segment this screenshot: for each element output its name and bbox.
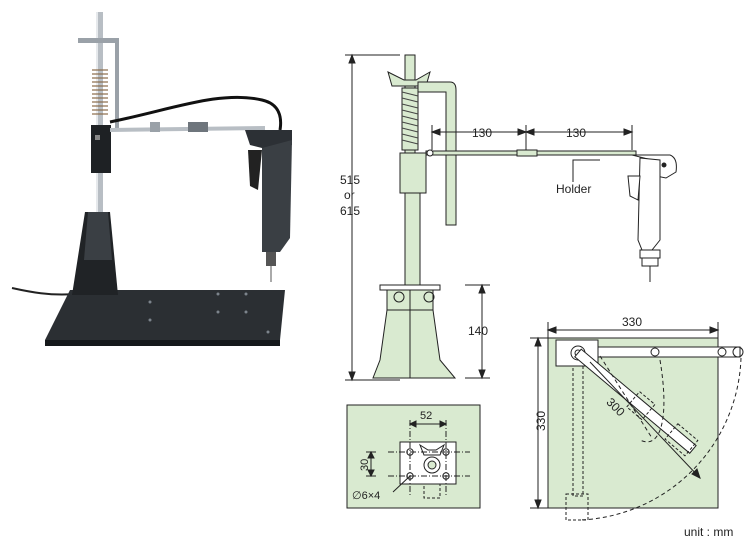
arm-segment-2: 130 [566,126,586,140]
hole-vertical: 30 [359,459,371,471]
spring [92,69,108,115]
side-view-labels: 515 or 615 130 130 Holder 140 [340,126,591,338]
unit-label: unit : mm [684,525,733,539]
hole-note: ∅6×4 [352,490,380,502]
clamp-block [91,125,111,173]
screwdriver-drawing [627,154,677,282]
hole-spacing: 52 [420,410,432,422]
screwdriver-photo [245,130,292,282]
base-height: 140 [468,324,488,338]
base-detail-drawing [346,404,481,509]
plate-depth: 330 [534,411,548,431]
holder-label: Holder [556,182,591,196]
side-view-drawing [345,53,677,382]
vertical-pole [96,12,103,212]
base-detail-labels: 52 30 ∅6×4 [352,410,432,502]
tool-cable [109,95,283,131]
power-cable [11,287,76,296]
base-plate [45,290,285,340]
height-value: 515 [340,173,360,187]
arm-segment-1: 130 [472,126,492,140]
support-arm [109,126,266,132]
height-alt-value: 615 [340,204,360,218]
top-view-drawing [530,322,744,521]
plate-width: 330 [622,315,642,329]
height-or: or [344,188,355,202]
stand-photo [11,12,292,346]
